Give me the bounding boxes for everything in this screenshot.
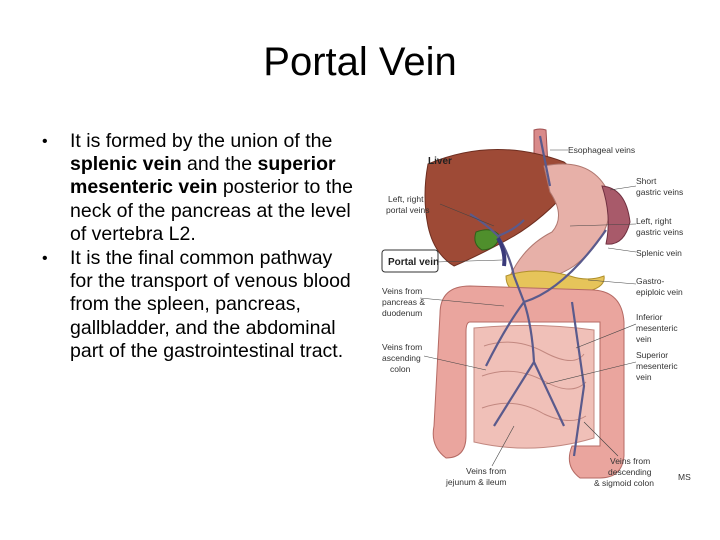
bullet-text: It is the final common pathway for the t…: [70, 247, 351, 362]
label-pancreas-3: duodenum: [382, 308, 422, 318]
spleen-shape: [601, 185, 631, 245]
label-portal-veins-1: Left, right: [388, 194, 424, 204]
portal-vein-label-box: [381, 249, 439, 273]
bullet-text: It is formed by the union of the splenic…: [70, 130, 353, 245]
label-sup-mesenteric-2: mesenteric: [636, 361, 678, 371]
label-inf-mesenteric-3: vein: [636, 334, 652, 344]
anatomy-svg: Esophageal veins Liver Left, right porta…: [381, 128, 691, 488]
label-splenic-vein: Splenic vein: [636, 248, 682, 258]
label-short-gastric-1: Short: [636, 176, 657, 186]
label-pancreas-1: Veins from: [382, 286, 422, 296]
text-run: and the: [181, 153, 258, 176]
label-liver: Liver: [428, 156, 452, 167]
label-inf-mesenteric-1: Inferior: [636, 312, 663, 322]
veins-drawing: [469, 135, 607, 457]
label-portal-veins-2: portal veins: [386, 205, 429, 215]
bullet-item: • It is the final common pathway for the…: [38, 247, 358, 363]
bullet-list: • It is formed by the union of the splen…: [38, 130, 358, 364]
label-lr-gastric-1: Left, right: [636, 216, 672, 226]
intestine-loops: [481, 341, 587, 421]
label-jejunum-1: Veins from: [466, 466, 506, 476]
text-run-bold: superior mesenteric vein: [70, 153, 336, 199]
label-descending-2: descending: [608, 467, 652, 477]
portal-vein-illustration: Esophageal veins Liver Left, right porta…: [374, 126, 696, 498]
leader-lines: [419, 149, 637, 467]
bullet-dot: •: [42, 133, 48, 150]
colon-shape: [432, 285, 625, 479]
label-portal-vein: Portal vein: [388, 257, 439, 268]
label-sup-mesenteric-1: Superior: [636, 350, 668, 360]
label-ascending-1: Veins from: [382, 342, 422, 352]
bullet-dot: •: [42, 250, 48, 268]
label-jejunum-2: jejunum & ileum: [445, 477, 506, 487]
text-run: It is formed by the union of the: [70, 130, 333, 152]
label-gastro-2: epiploic vein: [636, 287, 683, 297]
label-ascending-2: ascending: [382, 353, 421, 363]
label-inf-mesenteric-2: mesenteric: [636, 323, 678, 333]
label-pancreas-2: pancreas &: [382, 297, 425, 307]
label-esophageal-veins: Esophageal veins: [568, 145, 635, 155]
slide-title: Portal Vein: [263, 40, 457, 84]
label-gastro-1: Gastro-: [636, 276, 665, 286]
text-run-bold: splenic vein: [70, 153, 182, 176]
liver-shape: [424, 149, 575, 267]
text-run: posterior to the neck of the pancreas at…: [70, 176, 353, 245]
bullet-item: • It is formed by the union of the splen…: [38, 130, 358, 246]
label-descending-1: Veins from: [610, 456, 650, 466]
label-lr-gastric-2: gastric veins: [636, 227, 683, 237]
label-descending-3: & sigmoid colon: [594, 478, 654, 488]
label-short-gastric-2: gastric veins: [636, 187, 683, 197]
label-sup-mesenteric-3: vein: [636, 372, 652, 382]
label-ascending-3: colon: [390, 364, 411, 374]
portal-vein-trunk: [496, 237, 507, 267]
watermark-logo: MS: [678, 472, 691, 482]
